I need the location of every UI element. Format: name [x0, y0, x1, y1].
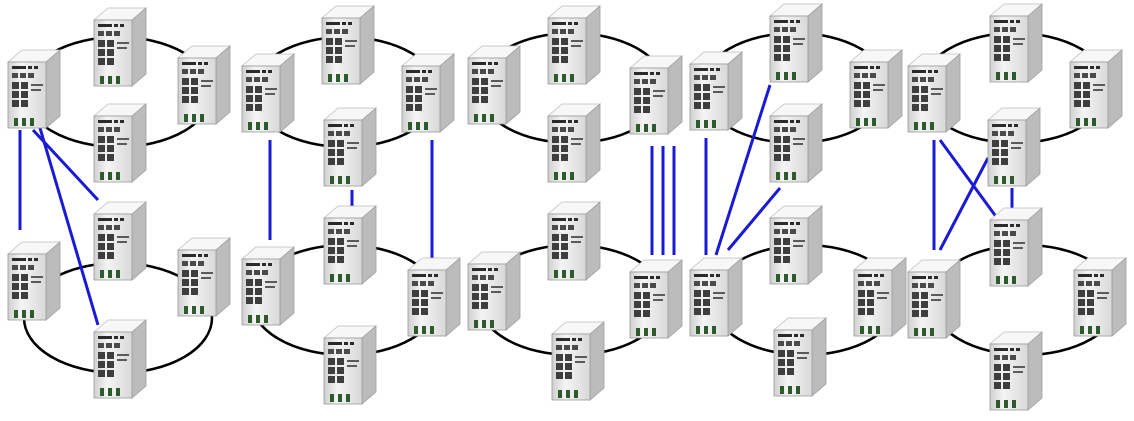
switch-icon [1069, 49, 1123, 129]
switch-icon [853, 257, 907, 337]
switch-icon [467, 45, 521, 125]
switch-icon [907, 259, 961, 339]
switch-icon [689, 51, 743, 131]
topology-4 [689, 3, 907, 397]
coupling-link [938, 139, 1002, 223]
switch-icon [629, 55, 683, 135]
switch-icon [93, 103, 147, 183]
switch-icon [7, 241, 61, 321]
switch-icon [989, 207, 1043, 287]
coupling-link [938, 157, 990, 251]
switch-icon [689, 257, 743, 337]
switch-icon [547, 201, 601, 281]
switch-icon [93, 201, 147, 281]
topology-1 [7, 7, 231, 399]
switch-icon [321, 5, 375, 85]
topology-2 [241, 5, 461, 405]
switch-icon [551, 321, 605, 401]
switch-icon [7, 49, 61, 129]
switch-icon [467, 251, 521, 331]
switch-icon [323, 325, 377, 405]
switch-icon [987, 107, 1041, 187]
switch-icon [241, 246, 295, 326]
switch-icon [773, 317, 827, 397]
switch-icon [93, 7, 147, 87]
switch-icon [93, 319, 147, 399]
switch-icon [1073, 257, 1127, 337]
coupling-link [726, 187, 782, 251]
coupling-link [714, 84, 772, 256]
switch-icon [401, 53, 455, 133]
switch-icon [323, 107, 377, 187]
topology-3 [467, 5, 683, 401]
switch-icon [849, 49, 903, 129]
switch-icon [907, 53, 961, 133]
switch-icon [407, 257, 461, 337]
switch-icon [769, 103, 823, 183]
switch-icon [547, 5, 601, 85]
switch-icon [547, 103, 601, 183]
switch-icon [989, 331, 1043, 411]
switch-icon [323, 205, 377, 285]
switch-icon [177, 237, 231, 317]
coupling-link [38, 127, 100, 326]
topology-5 [907, 3, 1127, 411]
switch-icon [769, 205, 823, 285]
switch-icon [629, 259, 683, 339]
switch-icon [241, 53, 295, 133]
switch-icon [989, 3, 1043, 83]
switch-icon [177, 45, 231, 125]
switch-icon [769, 3, 823, 83]
